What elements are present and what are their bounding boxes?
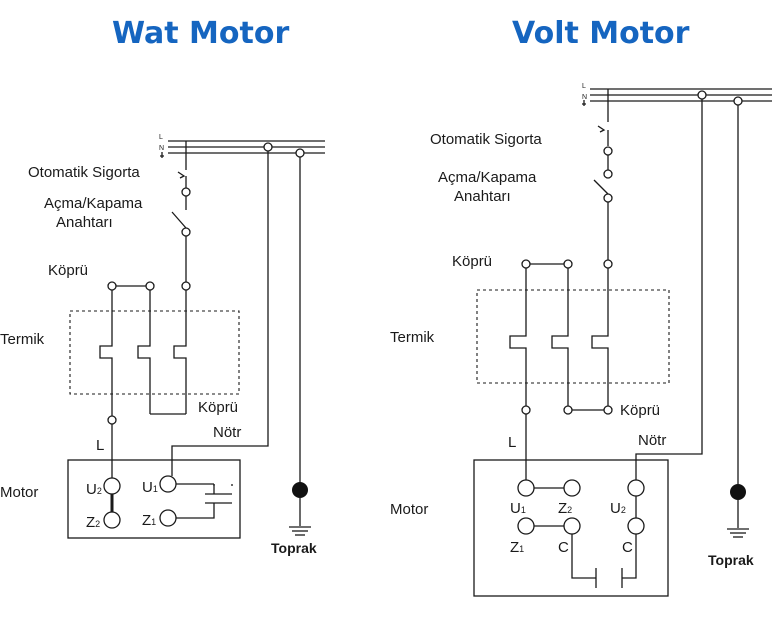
svg-text:Z1: Z1 bbox=[142, 512, 156, 529]
ground-connection-dot-right bbox=[730, 484, 746, 500]
terminal-c2-label-right: C bbox=[622, 539, 633, 556]
bridge-bottom-label: Köprü bbox=[198, 399, 238, 416]
thermal-element-1 bbox=[99, 290, 113, 416]
thermal-element-2-right bbox=[551, 268, 569, 406]
terminal-u1-label: U bbox=[142, 479, 153, 496]
switch-label-line2: Anahtarı bbox=[56, 214, 113, 231]
terminal-z2-sub-right: 2 bbox=[567, 505, 572, 515]
bridge-top-label-right: Köprü bbox=[452, 253, 492, 270]
ground-symbol-small bbox=[160, 152, 164, 158]
switch-label-line1-right: Açma/Kapama bbox=[438, 169, 537, 186]
thermal-label: Termik bbox=[0, 331, 45, 348]
terminal-c1-right bbox=[563, 517, 581, 535]
terminal-z2-right bbox=[563, 479, 581, 497]
terminal-u2-sub: 2 bbox=[97, 486, 102, 496]
thermal-element-2 bbox=[137, 290, 151, 414]
volt-motor-title: Volt Motor bbox=[512, 16, 690, 51]
capacitor-wire-right bbox=[622, 534, 637, 579]
neutral-label-right: Nötr bbox=[638, 432, 666, 449]
svg-text:U1: U1 bbox=[510, 500, 526, 517]
switch-label-line2-right: Anahtarı bbox=[454, 188, 511, 205]
bridge-top-label: Köprü bbox=[48, 262, 88, 279]
terminal-z1-sub-right: 1 bbox=[519, 544, 524, 554]
terminal-u2-label: U bbox=[86, 481, 97, 498]
breaker-label-right: Otomatik Sigorta bbox=[430, 131, 542, 148]
terminal-u1 bbox=[159, 475, 177, 493]
line-label-l-right: L bbox=[582, 83, 586, 90]
terminal-z2-label: Z bbox=[86, 514, 95, 531]
line-label-n-right: N bbox=[582, 94, 587, 101]
motor-label: Motor bbox=[0, 484, 38, 501]
capacitor-wires bbox=[176, 484, 215, 519]
terminal-z2-label-right: Z bbox=[558, 500, 567, 517]
capacitor-wire-left bbox=[571, 534, 596, 579]
switch-label-line1: Açma/Kapama bbox=[44, 195, 143, 212]
breaker-symbol bbox=[177, 171, 186, 179]
neutral-label: Nötr bbox=[213, 424, 241, 441]
switch-blade-right bbox=[593, 179, 609, 195]
thermal-element-3 bbox=[173, 290, 187, 414]
terminal-u1-sub: 1 bbox=[153, 484, 158, 494]
breaker-label: Otomatik Sigorta bbox=[28, 164, 140, 181]
thermal-box-right bbox=[476, 289, 670, 384]
ground-label: Toprak bbox=[271, 540, 317, 556]
thermal-element-3-right bbox=[591, 268, 609, 406]
terminal-u2-label-right: U bbox=[610, 500, 621, 517]
bridge-bottom-label-right: Köprü bbox=[620, 402, 660, 419]
motor-box bbox=[67, 459, 241, 539]
wat-motor-title: Wat Motor bbox=[112, 16, 290, 51]
terminal-z1-sub: 1 bbox=[151, 517, 156, 527]
terminal-z1 bbox=[159, 509, 177, 527]
svg-text:Z2: Z2 bbox=[558, 500, 572, 517]
ground-label-right: Toprak bbox=[708, 552, 754, 568]
terminal-u1-label-right: U bbox=[510, 500, 521, 517]
thermal-label-right: Termik bbox=[390, 329, 435, 346]
motor-label-right: Motor bbox=[390, 501, 428, 518]
svg-text:U2: U2 bbox=[86, 481, 102, 498]
ground-connection-dot bbox=[292, 482, 308, 498]
terminal-z1-right bbox=[517, 517, 535, 535]
line-label-n: N bbox=[159, 145, 164, 152]
volt-motor-diagram: L N Otomatik Sigorta Açma/Kapama Anahtar… bbox=[390, 83, 772, 597]
svg-text:U1: U1 bbox=[142, 479, 158, 496]
neutral-wire-right bbox=[635, 99, 703, 480]
terminal-u2 bbox=[103, 477, 121, 495]
line-l-label-right: L bbox=[508, 434, 516, 451]
motor-box-right bbox=[473, 459, 669, 597]
terminal-u1-right bbox=[517, 479, 535, 497]
line-l-label: L bbox=[96, 437, 104, 454]
svg-text:Z1: Z1 bbox=[510, 539, 524, 556]
terminal-u1-sub-right: 1 bbox=[521, 505, 526, 515]
neutral-wire bbox=[171, 151, 269, 476]
terminal-z2-sub: 2 bbox=[95, 519, 100, 529]
terminal-z1-label: Z bbox=[142, 512, 151, 529]
switch-blade bbox=[171, 211, 187, 229]
thermal-box bbox=[69, 310, 240, 395]
terminal-u2-right bbox=[627, 479, 645, 497]
ground-symbol-small-right bbox=[582, 100, 586, 106]
wat-motor-diagram: L N Otomatik Sigorta Açma/Kapama Anahtar… bbox=[0, 134, 325, 556]
breaker-symbol-right bbox=[597, 125, 606, 133]
terminal-u2-sub-right: 2 bbox=[621, 505, 626, 515]
capacitor-wire-top bbox=[176, 483, 233, 486]
terminal-c2-right bbox=[627, 517, 645, 535]
supply-bus-right: L N bbox=[582, 83, 772, 106]
svg-text:U2: U2 bbox=[610, 500, 626, 517]
svg-text:Z2: Z2 bbox=[86, 514, 100, 531]
terminal-z1-label-right: Z bbox=[510, 539, 519, 556]
terminal-z2 bbox=[103, 511, 121, 529]
terminal-c1-label-right: C bbox=[558, 539, 569, 556]
line-label-l: L bbox=[159, 134, 163, 141]
thermal-element-1-right bbox=[509, 268, 527, 406]
